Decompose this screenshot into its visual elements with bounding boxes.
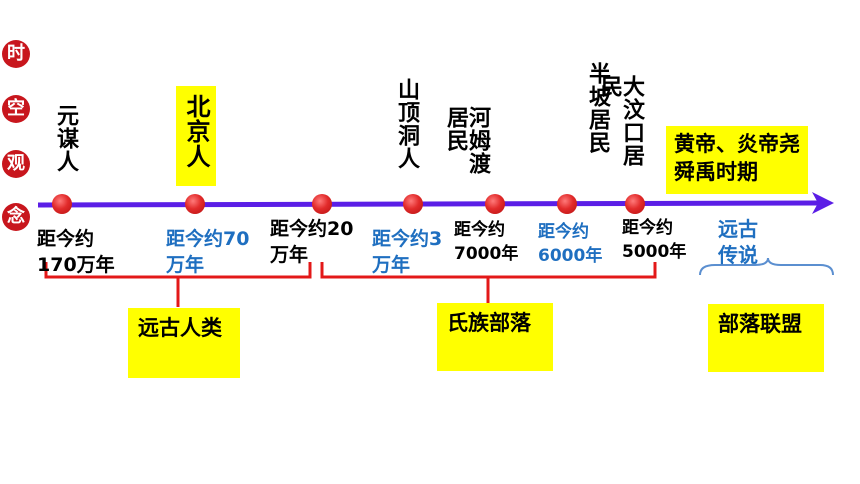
period-yuanmou: 元谋人 — [53, 104, 78, 173]
legend-label: 远古传说 — [718, 217, 758, 267]
timeline-dot-beijing — [185, 194, 205, 214]
timeline-dot-yuanmou — [52, 194, 72, 214]
group-tribal-alliance: 部落联盟 — [708, 304, 824, 372]
timeline-dot-banpo — [557, 194, 577, 214]
timeline-dot-dawenkou — [625, 194, 645, 214]
group-ancient-humans: 远古人类 — [128, 308, 240, 378]
legend-era-box: 黄帝、炎帝尧舜禹时期 — [666, 126, 808, 194]
legend-era-label: 黄帝、炎帝尧舜禹时期 — [674, 132, 800, 184]
period-banpo: 半坡居民 — [585, 62, 610, 154]
timeline-dot-20wan — [312, 194, 332, 214]
group-ancient-humans-label: 远古人类 — [138, 316, 222, 340]
date-3wan: 距今约3万年 — [372, 228, 443, 276]
side-title-char-1: 时 — [2, 40, 30, 68]
date-70wan: 距今约70万年 — [166, 228, 250, 276]
period-hemudu: 河姆渡居民 — [443, 106, 490, 175]
date-20wan: 距今约20万年 — [270, 218, 354, 266]
date-170wan: 距今约170万年 — [37, 228, 115, 276]
timeline-arrowhead — [812, 192, 834, 214]
side-title-char-4: 念 — [2, 203, 30, 231]
brace-legend-era — [699, 257, 834, 276]
group-tribal-alliance-label: 部落联盟 — [718, 312, 802, 336]
group-clan-tribes-label: 氏族部落 — [447, 311, 531, 335]
side-title-char-2: 空 — [2, 95, 30, 123]
date-6000: 距今约6000年 — [538, 222, 603, 266]
date-5000: 距今约5000年 — [622, 218, 687, 262]
side-title-char-3: 观 — [2, 150, 30, 178]
group-clan-tribes: 氏族部落 — [437, 303, 553, 371]
period-shanding: 山顶洞人 — [394, 78, 419, 170]
timeline-dot-hemudu — [485, 194, 505, 214]
period-beijing-highlight: 北京人 — [176, 86, 216, 186]
date-7000: 距今约7000年 — [454, 220, 519, 264]
timeline-dot-shanding — [403, 194, 423, 214]
timeline-axis — [37, 200, 819, 208]
period-dawenkou: 大汶口居民 — [597, 75, 644, 167]
period-beijing: 北京人 — [182, 94, 210, 169]
